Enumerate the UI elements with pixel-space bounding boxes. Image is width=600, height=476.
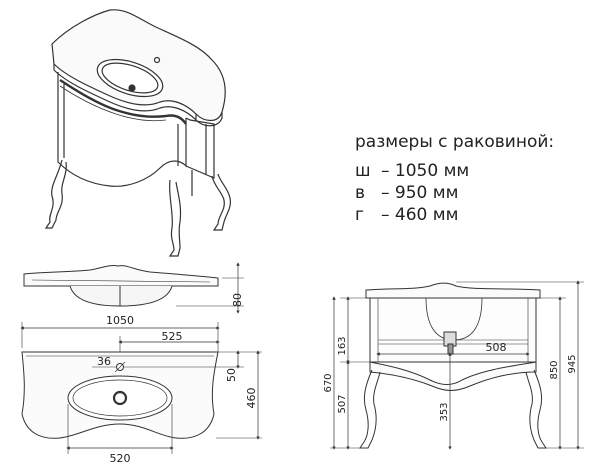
cabinet-front-view — [330, 280, 584, 450]
sink-side-view — [23, 262, 244, 314]
spec-key-height: в — [355, 183, 366, 203]
spec-row-height: в – 950 мм — [355, 182, 554, 204]
dim-label-507: 507 — [337, 394, 348, 413]
spec-value-height: – 950 мм — [381, 183, 459, 203]
dim-label-80: 80 — [231, 293, 244, 307]
dim-label-460: 460 — [245, 388, 258, 409]
spec-value-depth: – 460 мм — [381, 205, 459, 225]
spec-row-depth: г – 460 мм — [355, 204, 554, 226]
dim-label-50: 50 — [225, 368, 238, 382]
dim-label-850: 850 — [549, 360, 560, 379]
dim-label-670: 670 — [323, 373, 334, 392]
dim-label-520: 520 — [110, 452, 131, 465]
dim-label-508: 508 — [486, 341, 507, 354]
dimensions-spec-block: размеры с раковиной: ш – 1050 мм в – 950… — [355, 132, 554, 226]
spec-key-width: ш — [355, 161, 371, 181]
dim-label-353: 353 — [439, 402, 450, 421]
sink-top-view — [20, 322, 262, 454]
dim-label-525: 525 — [162, 330, 183, 343]
cabinet-isometric-illustration — [44, 9, 231, 257]
dim-label-1050: 1050 — [106, 314, 134, 327]
spec-value-width: – 1050 мм — [381, 161, 470, 181]
dim-label-163: 163 — [337, 336, 348, 355]
dim-label-945: 945 — [567, 354, 578, 373]
spec-key-depth: г — [355, 205, 364, 225]
spec-row-width: ш – 1050 мм — [355, 160, 554, 182]
spec-title: размеры с раковиной: — [355, 132, 555, 152]
dim-label-36: 36 — [97, 355, 111, 368]
